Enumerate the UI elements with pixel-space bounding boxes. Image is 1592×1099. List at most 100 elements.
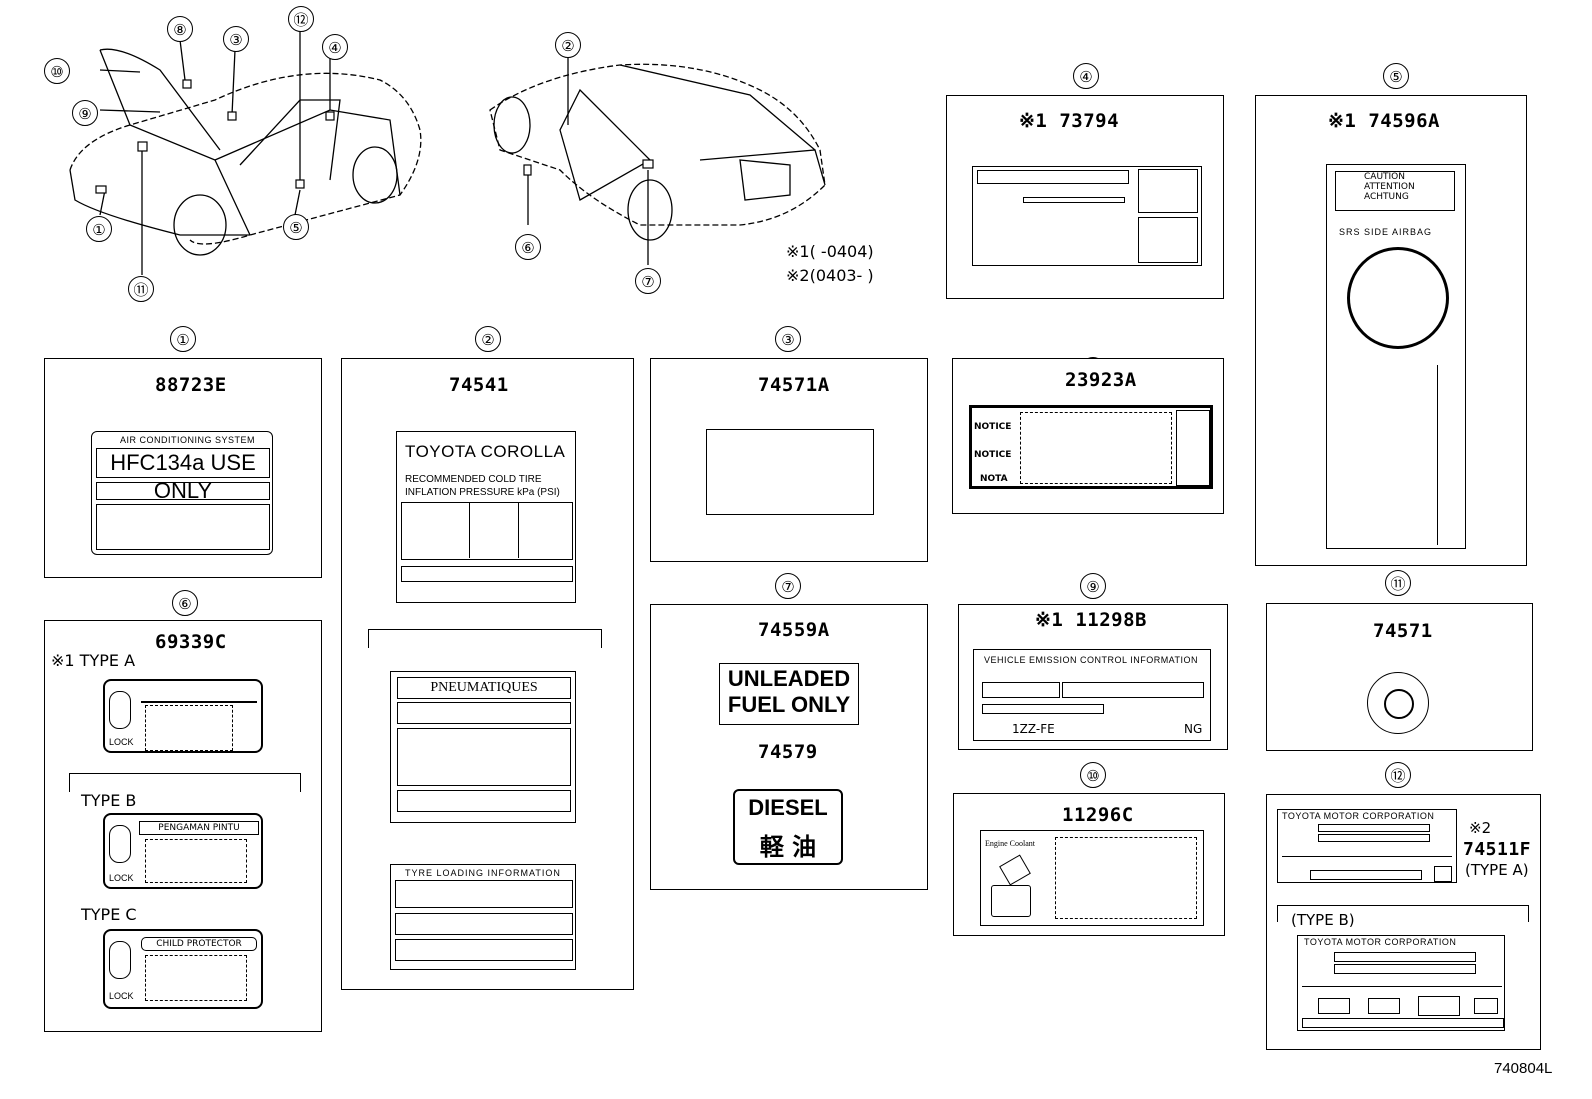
unleaded-label: UNLEADED FUEL ONLY: [719, 663, 859, 725]
corp-text-a: TOYOTA MOTOR CORPORATION: [1282, 811, 1435, 821]
panel-10-part: 11296C: [1062, 804, 1134, 826]
hfc-text: HFC134a USE ONLY: [96, 448, 270, 503]
panel-10: 11296C Engine Coolant: [953, 793, 1225, 936]
airbag-text: SRS SIDE AIRBAG: [1339, 227, 1433, 237]
diesel-jp-text: 軽 油: [759, 833, 817, 861]
callout-4: ④: [322, 34, 348, 60]
type-c-text: TYPE C: [81, 905, 137, 924]
panel-8-part: 23923A: [1065, 369, 1137, 391]
lock-label-b: LOCK PENGAMAN PINTU: [103, 813, 263, 889]
panel-5: ※1 74596A CAUTION ATTENTION ACHTUNG SRS …: [1255, 95, 1527, 566]
callout-8: ⑧: [167, 16, 193, 42]
panel-12-type-a: (TYPE A): [1465, 861, 1529, 879]
unleaded-text-1: UNLEADED: [727, 666, 851, 691]
callout-6: ⑥: [515, 234, 541, 260]
lock-text-b: LOCK: [109, 873, 134, 883]
panel-4-part: ※1 73794: [1019, 110, 1120, 132]
panel-7: 74559A UNLEADED FUEL ONLY 74579 DIESEL 軽…: [650, 604, 928, 890]
tyre-loading-label: TYRE LOADING INFORMATION: [390, 864, 576, 970]
panel-5-callout: ⑤: [1383, 63, 1409, 89]
engine-code: 1ZZ-FE: [1012, 722, 1055, 736]
callout-7: ⑦: [635, 268, 661, 294]
panel-1-callout: ①: [170, 326, 196, 352]
panel-6-part: 69339C: [155, 631, 227, 653]
panel-12-callout: ⑫: [1385, 762, 1411, 788]
callout-1: ①: [86, 216, 112, 242]
vin-label-type-b: TOYOTA MOTOR CORPORATION: [1297, 935, 1505, 1031]
round-cap-label: [1367, 672, 1429, 734]
tyre-header: TYRE LOADING INFORMATION: [405, 868, 561, 878]
no-child-icon: [1138, 217, 1198, 263]
note-1: ※1( -0404): [786, 242, 874, 261]
vin-label-type-a: TOYOTA MOTOR CORPORATION: [1277, 809, 1457, 883]
panel-8: 23923A NOTICE NOTICE NOTA: [952, 358, 1224, 514]
callout-9: ⑨: [72, 100, 98, 126]
unleaded-text-2: FUEL ONLY: [727, 692, 851, 717]
fuse-icon: [1176, 410, 1210, 486]
coolant-text: Engine Coolant: [985, 839, 1035, 848]
caution-text: CAUTION: [1364, 172, 1405, 182]
lock-label-c: LOCK CHILD PROTECTOR: [103, 929, 263, 1009]
panel-11-callout: ⑪: [1385, 570, 1411, 596]
airbag-label: CAUTION ATTENTION ACHTUNG SRS SIDE AIRBA…: [1326, 164, 1466, 549]
callout-11: ⑪: [128, 276, 154, 302]
tire-line-2: INFLATION PRESSURE kPa (PSI): [405, 487, 560, 498]
callout-3: ③: [223, 26, 249, 52]
lock-text-a: LOCK: [109, 737, 134, 747]
notice-2: NOTICE: [974, 450, 1012, 460]
brand-text: TOYOTA COROLLA: [405, 442, 566, 461]
car-icon: [1138, 169, 1198, 213]
coolant-bottle-icon: [987, 854, 1037, 919]
panel-7-part-2: 74579: [758, 741, 818, 763]
panel-11: 74571: [1266, 603, 1533, 751]
callout-2: ②: [555, 32, 581, 58]
corp-text-b: TOYOTA MOTOR CORPORATION: [1304, 937, 1457, 947]
panel-2-part: 74541: [449, 374, 509, 396]
attention-text: ATTENTION: [1364, 182, 1415, 192]
notice-label: NOTICE NOTICE NOTA: [969, 405, 1213, 489]
panel-6-callout: ⑥: [172, 590, 198, 616]
callout-12: ⑫: [288, 6, 314, 32]
panel-7-callout: ⑦: [775, 573, 801, 599]
pengaman-text: PENGAMAN PINTU: [139, 821, 259, 835]
panel-1: 88723E AIR CONDITIONING SYSTEM HFC134a U…: [44, 358, 322, 578]
type-a-text: ※1 TYPE A: [51, 651, 136, 670]
tire-line-1: RECOMMENDED COLD TIRE: [405, 474, 542, 485]
pneu-text: PNEUMATIQUES: [397, 677, 571, 699]
panel-12-mark: ※2: [1469, 819, 1492, 837]
callout-5: ⑤: [283, 214, 309, 240]
diesel-label: DIESEL 軽 油: [733, 789, 843, 865]
ng-text: NG: [1184, 722, 1203, 736]
panel-3: 74571A: [650, 358, 928, 562]
panel-5-part: ※1 74596A: [1328, 110, 1440, 132]
document-id: 740804L: [1494, 1060, 1553, 1077]
ac-header: AIR CONDITIONING SYSTEM: [120, 435, 256, 445]
panel-12-type-b: (TYPE B): [1289, 911, 1357, 929]
emission-header: VEHICLE EMISSION CONTROL INFORMATION: [984, 655, 1199, 665]
ac-label: AIR CONDITIONING SYSTEM HFC134a USE ONLY: [91, 431, 273, 555]
no-child-seat-icon: [1347, 247, 1449, 349]
panel-9: ※1 11298B VEHICLE EMISSION CONTROL INFOR…: [958, 604, 1228, 750]
note-2: ※2(0403- ): [786, 266, 874, 285]
panel-12: TOYOTA MOTOR CORPORATION ※2 74511F (TYPE…: [1266, 794, 1541, 1050]
panel-11-part: 74571: [1373, 620, 1433, 642]
panel-3-part: 74571A: [758, 374, 830, 396]
panel-3-callout: ③: [775, 326, 801, 352]
child-protector-text: CHILD PROTECTOR: [141, 937, 257, 951]
lock-label-a: LOCK: [103, 679, 263, 753]
panel-4-callout: ④: [1073, 63, 1099, 89]
panel-6: 69339C ※1 TYPE A LOCK TYPE B LOCK PENGAM…: [44, 620, 322, 1032]
achtung-text: ACHTUNG: [1364, 192, 1409, 202]
panel-9-part: ※1 11298B: [1035, 609, 1147, 631]
panel-10-callout: ⑩: [1080, 762, 1106, 788]
callout-10: ⑩: [44, 58, 70, 84]
diesel-text: DIESEL: [748, 795, 828, 820]
warning-label-73794: [972, 166, 1202, 266]
panel-7-part-1: 74559A: [758, 619, 830, 641]
panel-2: 74541 TOYOTA COROLLA RECOMMENDED COLD TI…: [341, 358, 634, 990]
panel-1-part: 88723E: [155, 374, 227, 396]
notice-1: NOTICE: [974, 422, 1012, 432]
type-b-text: TYPE B: [81, 791, 137, 810]
panel-12-part: 74511F: [1463, 839, 1532, 860]
